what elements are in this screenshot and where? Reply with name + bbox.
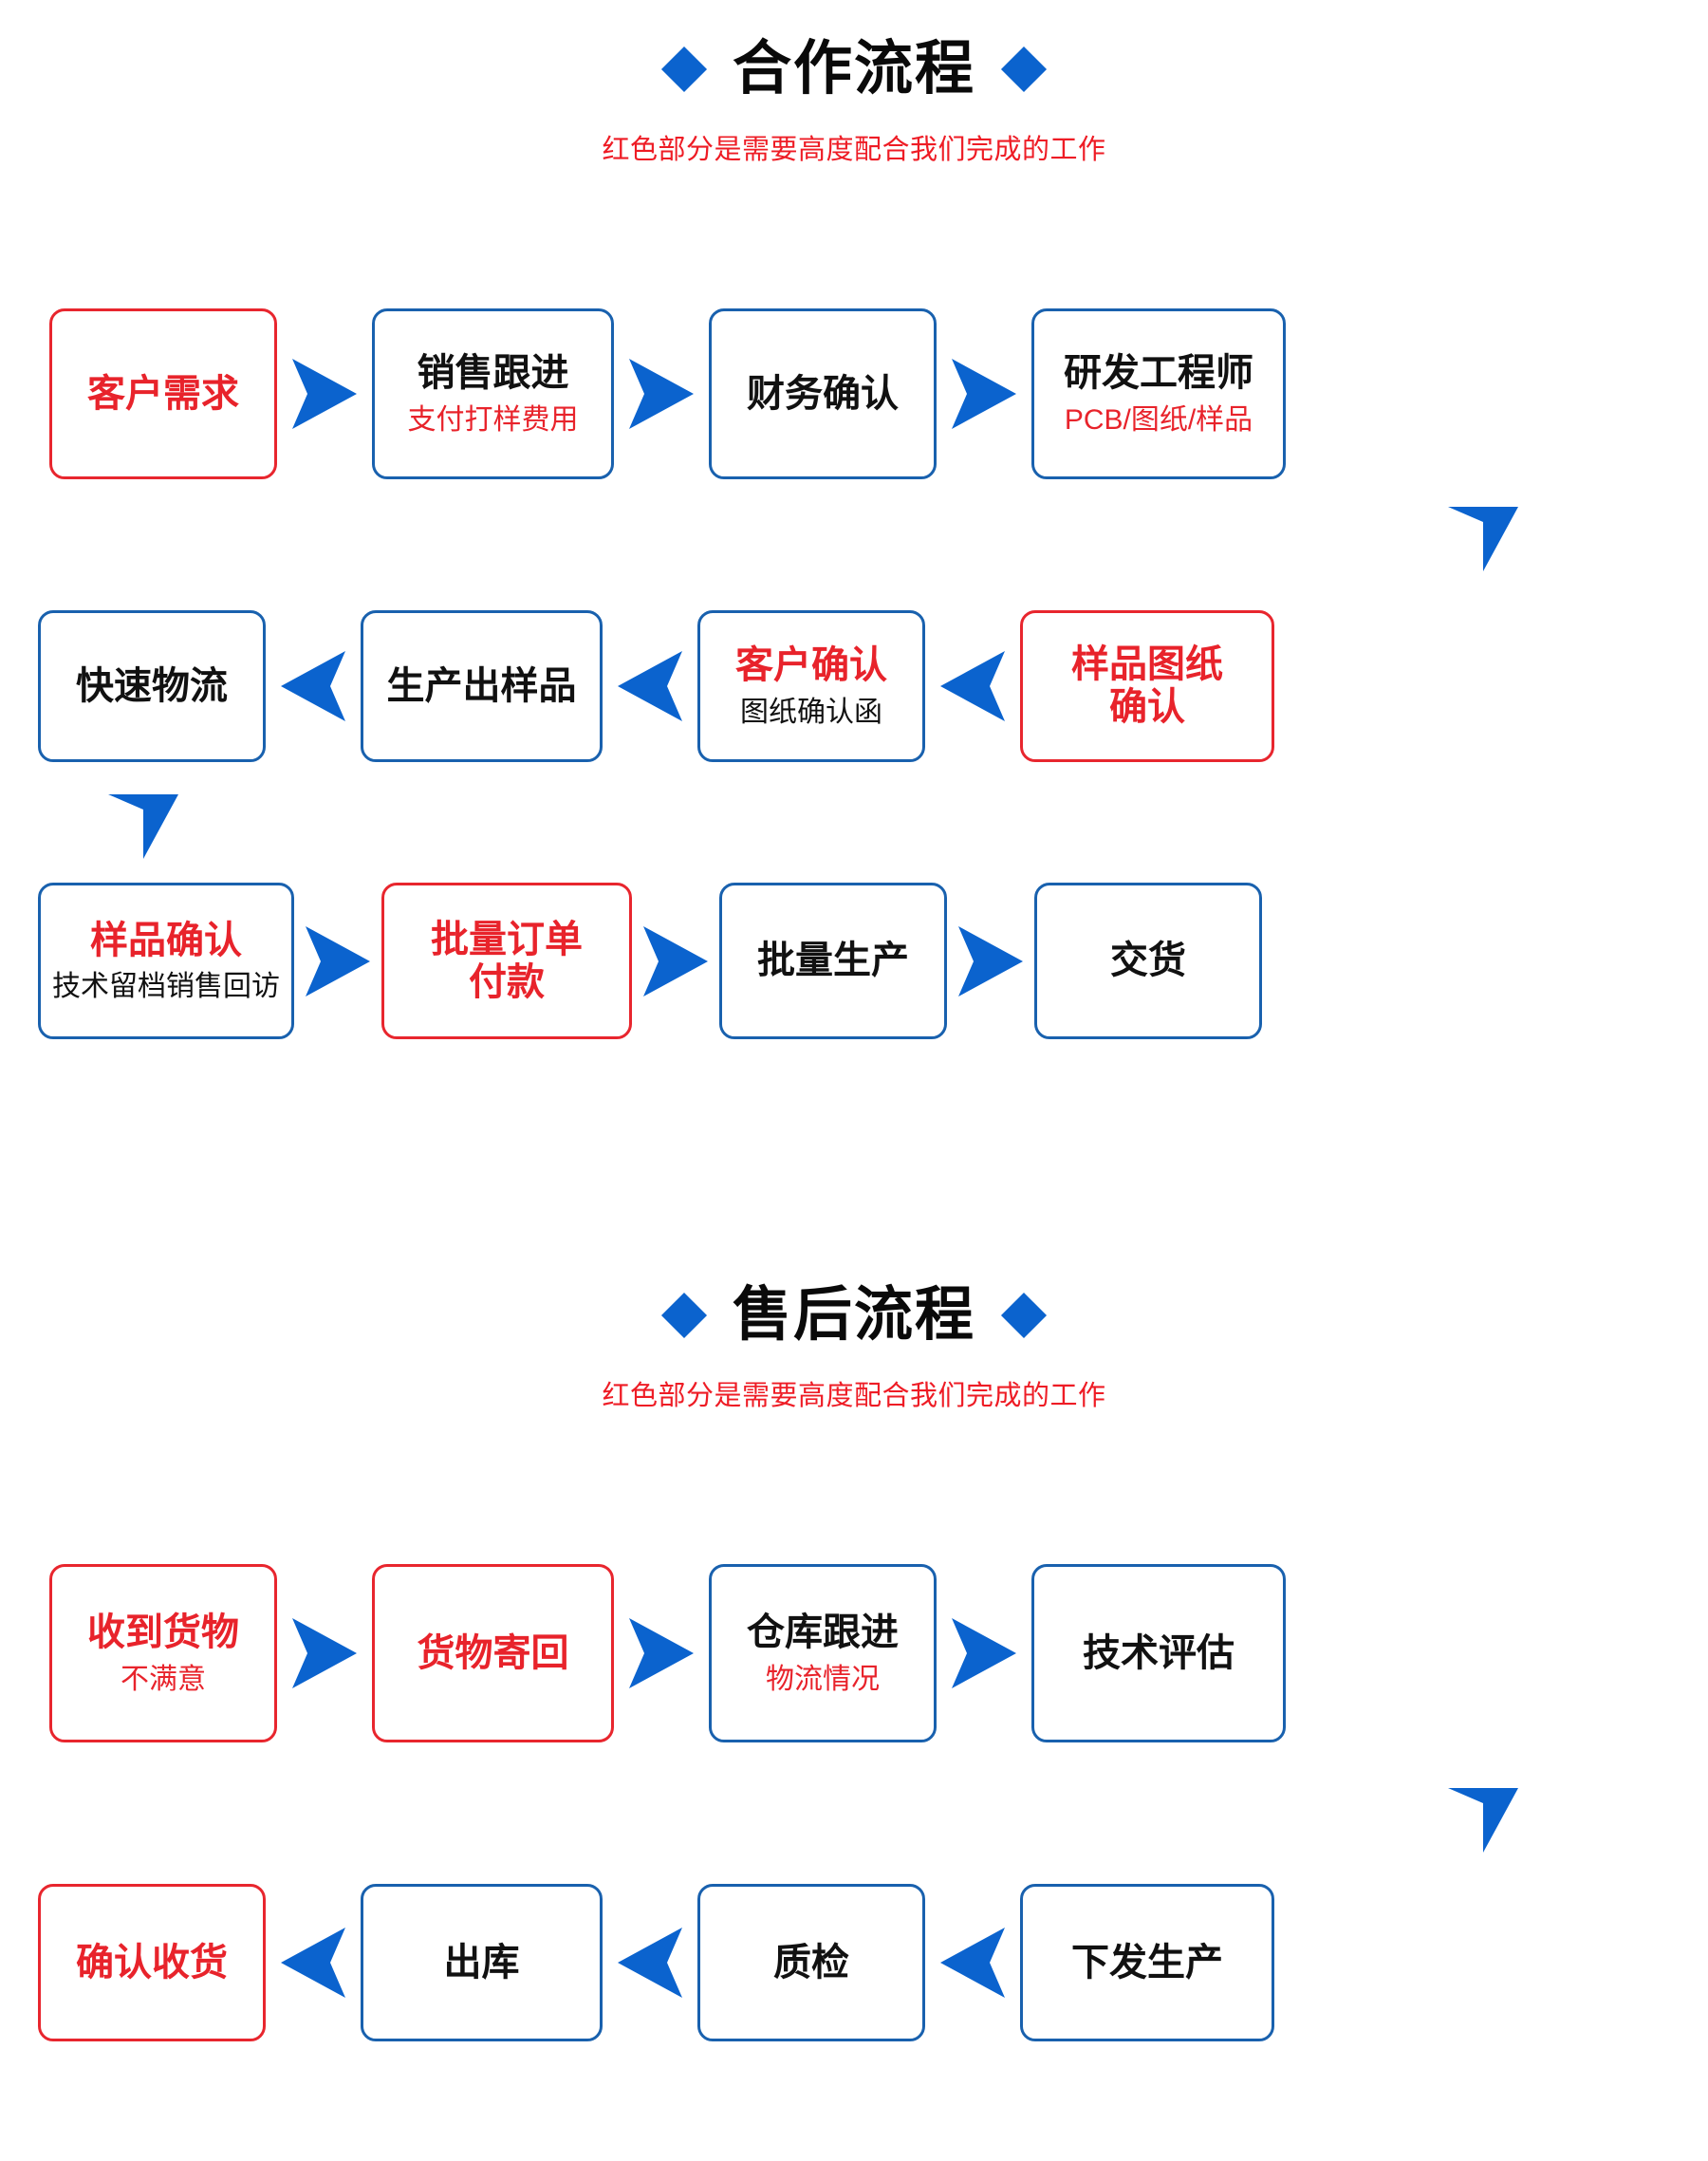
node-goods-received[interactable]: 收到货物 不满意 [49,1564,277,1742]
node-subtitle: 技术留档销售回访 [52,971,280,1003]
arrow-right-icon [632,883,719,1039]
arrow-left-icon [266,1884,361,2041]
node-customer-confirm[interactable]: 客户确认 图纸确认函 [697,610,925,762]
node-title: 研发工程师 [1064,352,1253,395]
section-title-text: 售后流程 [732,1282,975,1348]
section-subtitle-aftersales: 红色部分是需要高度配合我们完成的工作 [602,1381,1106,1411]
section-subtitle-cooperation: 红色部分是需要高度配合我们完成的工作 [602,135,1106,165]
node-title: 销售跟进 [417,352,569,395]
node-title: 快速物流 [76,664,228,707]
arrow-right-icon [294,883,381,1039]
section-header-cooperation: 合作流程 红色部分是需要高度配合我们完成的工作 [0,40,1708,167]
arrow-right-icon [614,1564,709,1742]
flow-row-3: 样品确认 技术留档销售回访 批量订单 付款 批量生产 交货 [38,883,1262,1039]
flow-row-1: 客户需求 销售跟进 支付打样费用 财务确认 研发工程师 PCB/图纸/样品 [49,308,1286,479]
node-confirm-receipt[interactable]: 确认收货 [38,1884,266,2041]
arrow-left-icon [925,610,1020,762]
arrow-down-icon [1442,1784,1524,1861]
node-sales-followup[interactable]: 销售跟进 支付打样费用 [372,308,614,479]
node-produce-sample[interactable]: 生产出样品 [361,610,603,762]
node-subtitle: 图纸确认函 [740,696,882,728]
node-issue-production[interactable]: 下发生产 [1020,1884,1274,2041]
arrow-left-icon [925,1884,1020,2041]
diamond-bullet-left-icon [660,1292,708,1339]
node-title: 下发生产 [1071,1941,1223,1984]
arrow-left-icon [603,1884,697,2041]
node-subtitle: 物流情况 [766,1663,880,1695]
node-title: 样品确认 [90,919,242,961]
arrow-right-icon [947,883,1034,1039]
node-tech-evaluation[interactable]: 技术评估 [1031,1564,1286,1742]
node-customer-demand[interactable]: 客户需求 [49,308,277,479]
node-title: 质检 [773,1941,849,1984]
aftersales-row-1: 收到货物 不满意 货物寄回 仓库跟进 物流情况 技术评估 [49,1564,1286,1742]
node-title: 技术评估 [1083,1631,1235,1674]
node-subtitle: 支付打样费用 [407,403,579,436]
section-title-text: 合作流程 [732,36,975,102]
arrow-right-icon [614,308,709,479]
node-finance-confirm[interactable]: 财务确认 [709,308,937,479]
node-warehouse-followup[interactable]: 仓库跟进 物流情况 [709,1564,937,1742]
node-quality-check[interactable]: 质检 [697,1884,925,2041]
arrow-down-icon [102,791,184,867]
arrow-left-icon [266,610,361,762]
arrow-left-icon [603,610,697,762]
node-bulk-production[interactable]: 批量生产 [719,883,947,1039]
diamond-bullet-left-icon [660,46,708,93]
node-sample-confirm[interactable]: 样品确认 技术留档销售回访 [38,883,294,1039]
node-title: 货物寄回 [417,1631,569,1674]
node-title: 出库 [443,1941,520,1984]
node-outbound[interactable]: 出库 [361,1884,603,2041]
node-title: 交货 [1110,940,1186,982]
diamond-bullet-right-icon [1000,46,1048,93]
node-bulk-order-payment[interactable]: 批量订单 付款 [381,883,632,1039]
node-title: 批量订单 付款 [431,918,583,1003]
node-title: 财务确认 [747,372,899,415]
node-title: 样品图纸 确认 [1071,643,1223,728]
node-rd-engineer[interactable]: 研发工程师 PCB/图纸/样品 [1031,308,1286,479]
node-goods-returned[interactable]: 货物寄回 [372,1564,614,1742]
node-subtitle: PCB/图纸/样品 [1064,403,1253,436]
node-sample-drawing-confirm[interactable]: 样品图纸 确认 [1020,610,1274,762]
node-title: 客户确认 [735,644,887,687]
node-delivery[interactable]: 交货 [1034,883,1262,1039]
arrow-down-icon [1442,503,1524,580]
node-title: 仓库跟进 [747,1611,899,1654]
arrow-right-icon [277,1564,372,1742]
node-title: 收到货物 [87,1611,239,1654]
arrow-right-icon [937,1564,1031,1742]
arrow-right-icon [277,308,372,479]
flow-row-2: 快速物流 生产出样品 客户确认 图纸确认函 样品图纸 确认 [38,610,1274,762]
aftersales-row-2: 确认收货 出库 质检 下发生产 [38,1884,1274,2041]
node-subtitle: 不满意 [121,1663,206,1695]
node-title: 确认收货 [76,1941,228,1984]
node-title: 批量生产 [757,940,909,982]
section-title-cooperation: 合作流程 [0,40,1708,99]
node-fast-logistics[interactable]: 快速物流 [38,610,266,762]
node-title: 生产出样品 [386,664,577,707]
node-title: 客户需求 [87,372,239,415]
diamond-bullet-right-icon [1000,1292,1048,1339]
section-header-aftersales: 售后流程 红色部分是需要高度配合我们完成的工作 [0,1286,1708,1413]
section-title-aftersales: 售后流程 [0,1286,1708,1345]
arrow-right-icon [937,308,1031,479]
